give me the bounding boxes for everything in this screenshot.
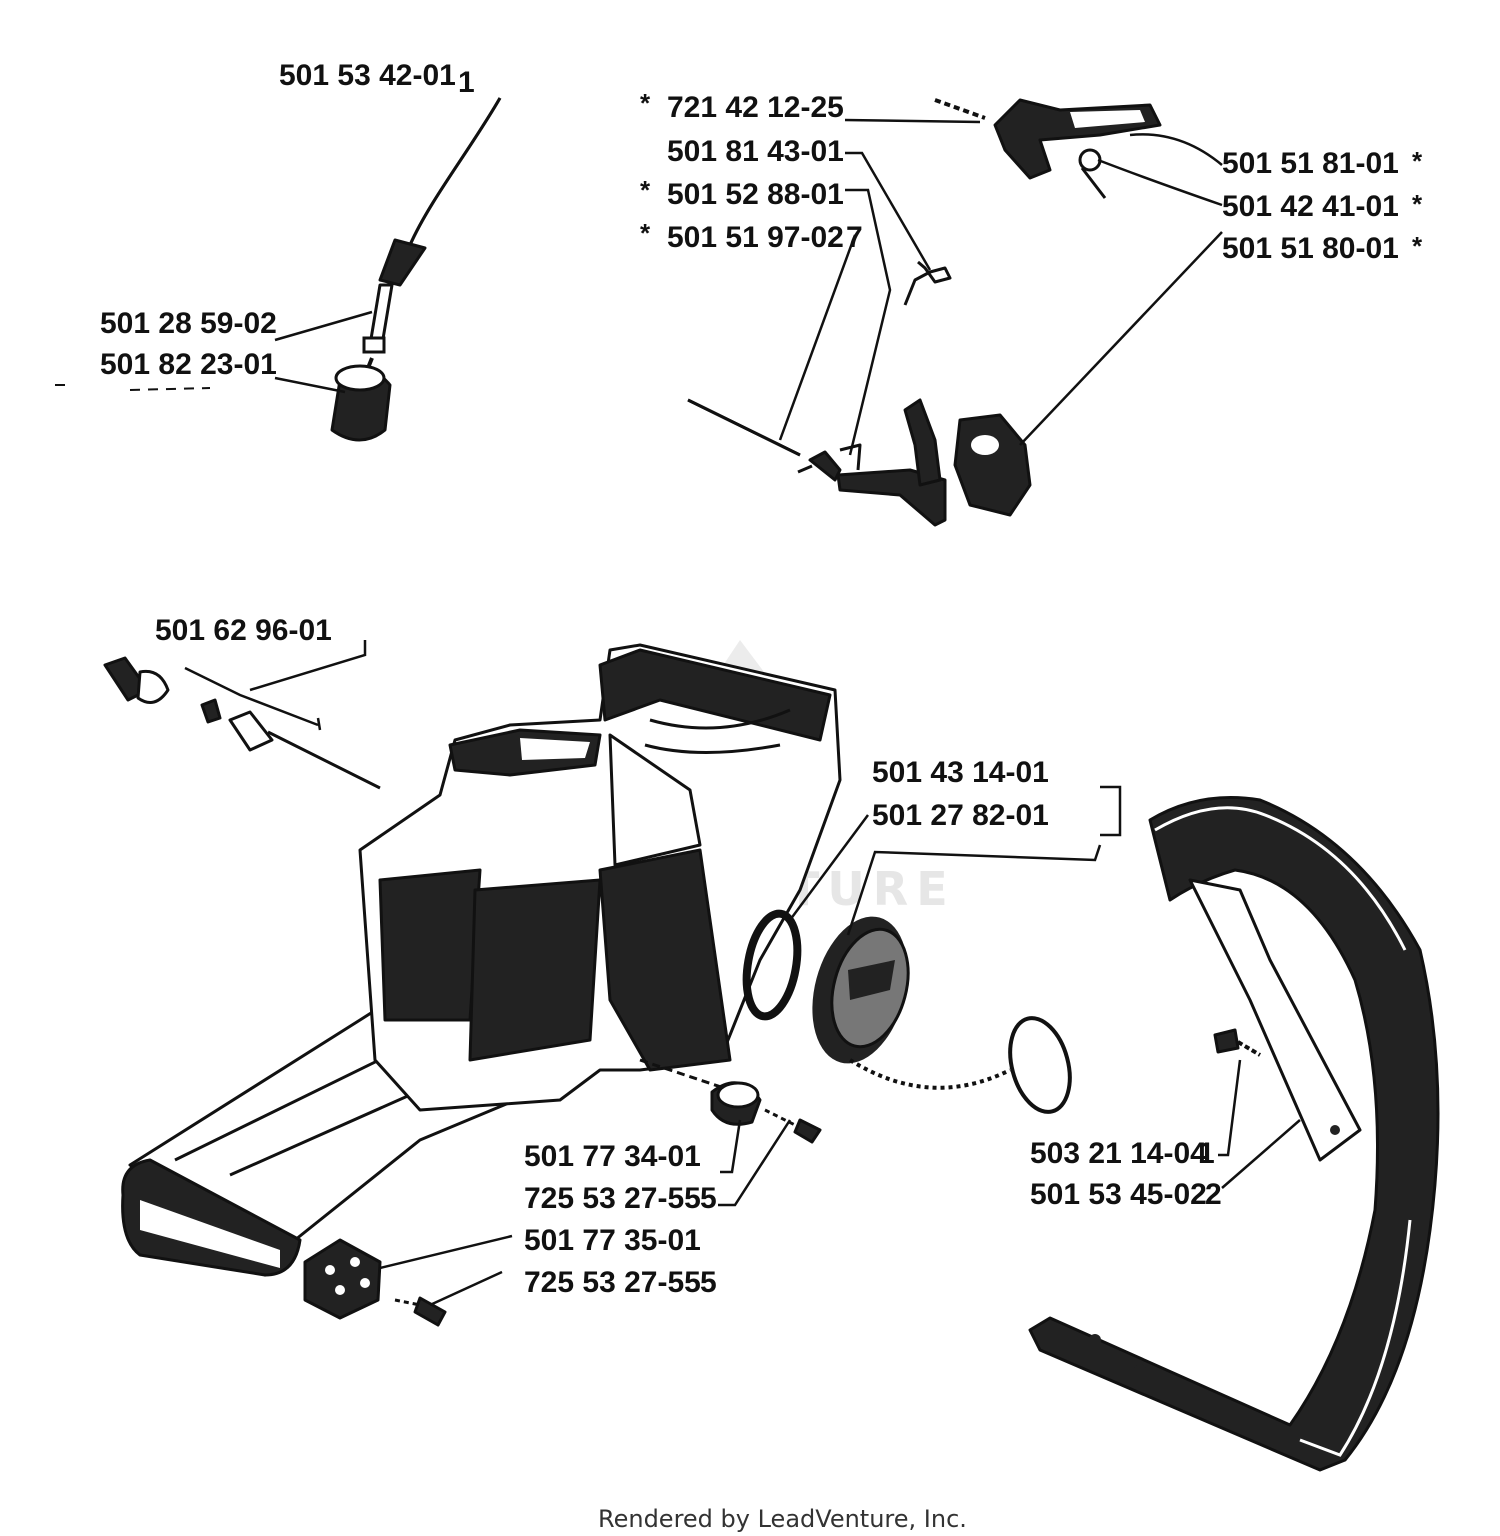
part-label-501-52-88-01[interactable]: 501 52 88-01 <box>667 178 844 211</box>
o-ring-part[interactable] <box>739 909 804 1021</box>
part-label-501-77-34-01[interactable]: 501 77 34-01 <box>524 1140 701 1173</box>
ref-number-2: 2 <box>1205 1178 1222 1211</box>
part-label-501-77-35-01[interactable]: 501 77 35-01 <box>524 1224 701 1257</box>
part-label-725-53-27-55[interactable]: 725 53 27-55 <box>524 1182 701 1215</box>
part-label-501-53-42-01[interactable]: 501 53 42-01 <box>279 59 456 92</box>
ref-number-5: 5 <box>700 1182 717 1215</box>
part-label-501-42-41-01[interactable]: 501 42 41-01 <box>1222 190 1399 223</box>
part-label-501-43-14-01[interactable]: 501 43 14-01 <box>872 756 1049 789</box>
oil-hose-part[interactable] <box>362 97 502 354</box>
part-label-501-27-82-01[interactable]: 501 27 82-01 <box>872 799 1049 832</box>
part-label-725-53-27-55-b[interactable]: 725 53 27-55 <box>524 1266 701 1299</box>
fuel-tank-housing-part[interactable] <box>121 643 842 1277</box>
pin-part[interactable] <box>687 398 813 474</box>
star-marker: * <box>640 88 651 118</box>
av-element-part-1[interactable] <box>710 1081 822 1144</box>
star-marker: * <box>1412 189 1423 219</box>
throttle-lockout-part[interactable] <box>808 398 1032 527</box>
adjuster-screw-part[interactable] <box>103 656 381 790</box>
oil-filter-part[interactable] <box>330 357 392 442</box>
part-label-501-82-23-01[interactable]: 501 82 23-01 <box>100 348 277 381</box>
ref-number-1: 1 <box>1198 1137 1215 1170</box>
ref-number-5: 5 <box>700 1266 717 1299</box>
front-handle-part[interactable] <box>1028 796 1440 1472</box>
part-labels: 501 53 42-01 1 501 28 59-02 501 82 23-01… <box>100 59 1423 1299</box>
part-label-501-51-81-01[interactable]: 501 51 81-01 <box>1222 147 1399 180</box>
part-label-501-51-97-02[interactable]: 501 51 97-02 <box>667 221 844 254</box>
star-marker: * <box>1412 231 1423 261</box>
star-marker: * <box>640 218 651 248</box>
footer-credit: Rendered by LeadVenture, Inc. <box>598 1505 967 1533</box>
ref-number-1: 1 <box>458 66 475 99</box>
part-label-501-28-59-02[interactable]: 501 28 59-02 <box>100 307 277 340</box>
spring-part[interactable] <box>903 260 952 306</box>
throttle-trigger-part[interactable] <box>934 98 1162 199</box>
star-marker: * <box>640 175 651 205</box>
star-marker: * <box>1412 146 1423 176</box>
ref-number-7: 7 <box>846 221 863 254</box>
fuel-cap-part[interactable] <box>797 906 1079 1119</box>
part-label-501-53-45-02[interactable]: 501 53 45-02 <box>1030 1178 1207 1211</box>
part-label-501-81-43-01[interactable]: 501 81 43-01 <box>667 135 844 168</box>
part-label-501-51-80-01[interactable]: 501 51 80-01 <box>1222 232 1399 265</box>
part-label-721-42-12-25[interactable]: 721 42 12-25 <box>667 91 844 124</box>
leader-lines <box>55 118 1301 1307</box>
part-label-503-21-14-04[interactable]: 503 21 14-04 <box>1030 1137 1207 1170</box>
part-label-501-62-96-01[interactable]: 501 62 96-01 <box>155 614 332 647</box>
av-element-part-2[interactable] <box>303 1238 447 1327</box>
